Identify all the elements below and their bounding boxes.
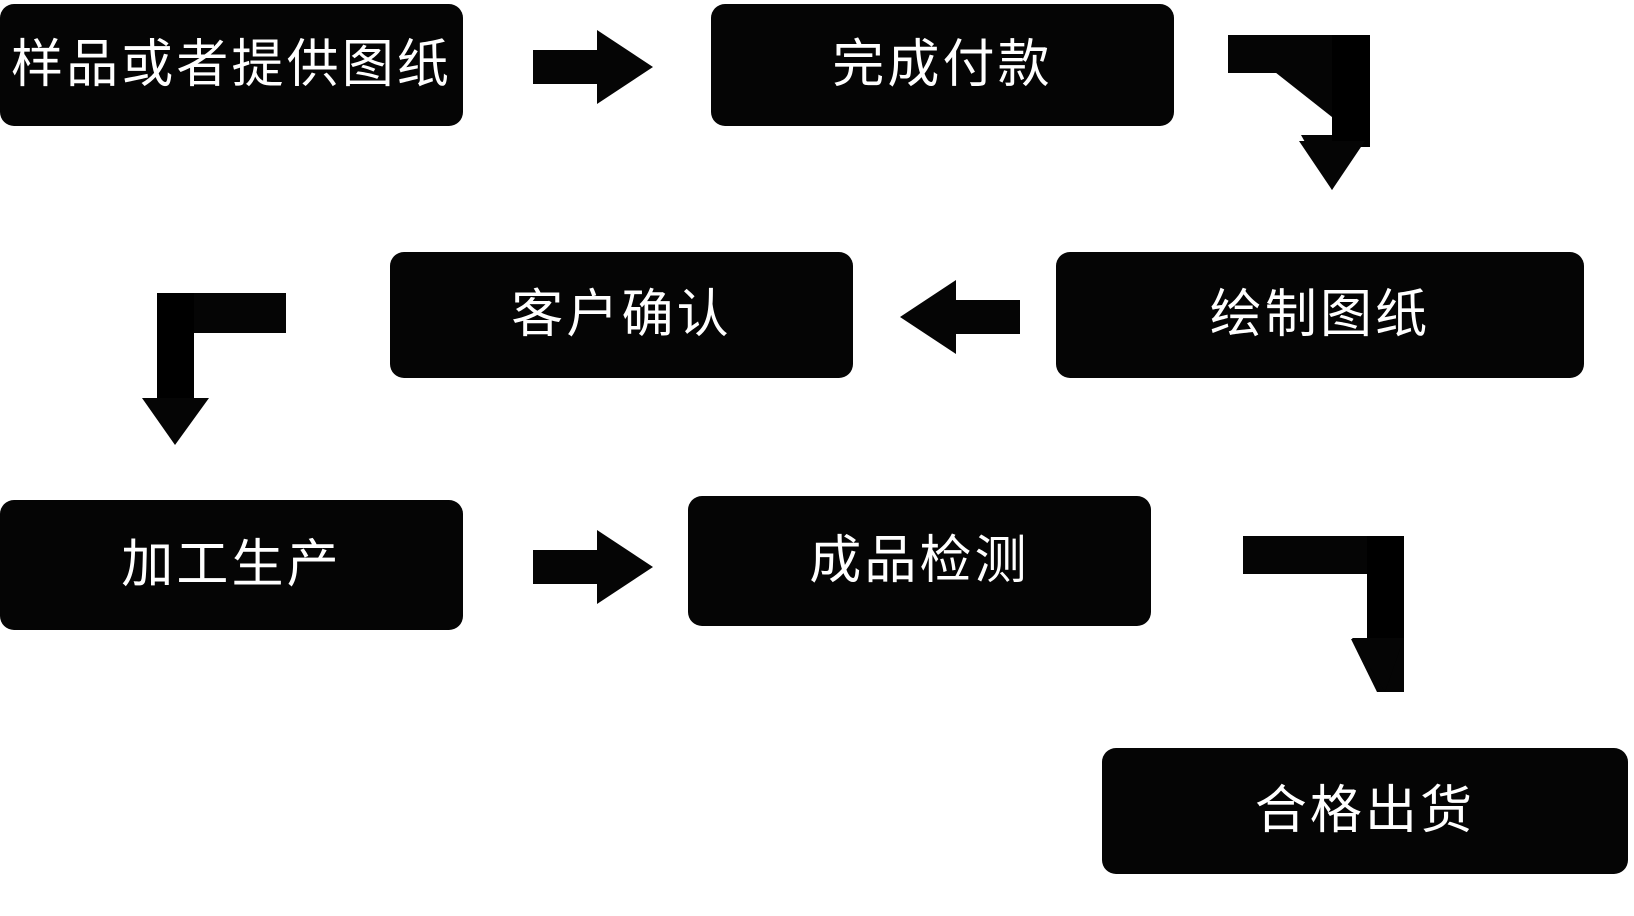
arrow-right-production-to-inspection	[533, 530, 653, 604]
flow-node-production-label: 加工生产	[121, 535, 342, 595]
flow-node-shipment-label: 合格出货	[1254, 781, 1476, 841]
flow-node-production[interactable]: 加工生产	[0, 500, 463, 630]
flow-node-sample[interactable]: 样品或者提供图纸	[0, 4, 463, 126]
flow-node-payment[interactable]: 完成付款	[711, 4, 1174, 126]
flow-node-payment-label: 完成付款	[832, 35, 1053, 95]
arrow-right-sample-to-payment	[533, 30, 653, 104]
arrow-left-drawing-to-confirm	[900, 280, 1020, 354]
flow-node-confirm[interactable]: 客户确认	[390, 252, 853, 378]
arrow-elbow-right-down-payment-to-drawing	[1228, 35, 1370, 190]
flow-node-inspection[interactable]: 成品检测	[688, 496, 1151, 626]
flow-node-drawing-label: 绘制图纸	[1209, 285, 1431, 345]
flow-node-confirm-label: 客户确认	[511, 285, 732, 345]
arrow-elbow-left-down-confirm-to-production	[119, 293, 286, 445]
flow-node-drawing[interactable]: 绘制图纸	[1056, 252, 1584, 378]
flow-node-shipment[interactable]: 合格出货	[1102, 748, 1628, 874]
arrow-elbow-right-down-inspection-to-shipment	[1243, 536, 1404, 692]
flow-node-inspection-label: 成品检测	[809, 531, 1030, 591]
flow-node-sample-label: 样品或者提供图纸	[11, 35, 452, 95]
